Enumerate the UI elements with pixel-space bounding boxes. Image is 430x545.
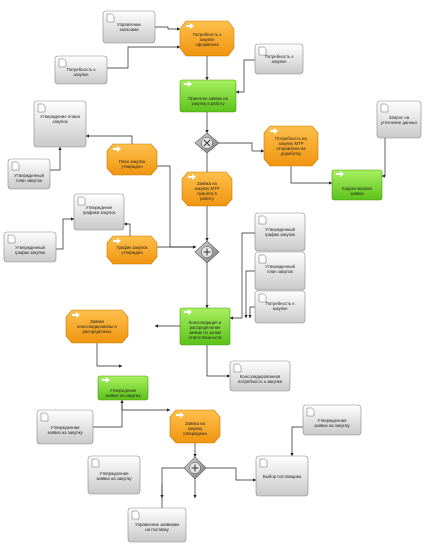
and-gateway-icon[interactable] — [183, 456, 207, 480]
event-arrow-icon — [176, 412, 184, 418]
event-arrow-icon — [270, 128, 278, 134]
doc-vybor-postavshika[interactable]: Выбор поставщика — [255, 455, 309, 497]
document-icon — [40, 412, 49, 422]
document-icon — [106, 13, 115, 23]
document-icon — [259, 458, 268, 468]
document-icon — [258, 215, 267, 225]
document-icon — [7, 234, 16, 244]
document-icon — [258, 293, 267, 303]
doc-vybor-postavshika-label: Выбор поставщика — [263, 474, 302, 479]
document-icon — [258, 254, 267, 264]
xor-gateway-icon[interactable] — [194, 132, 220, 154]
document-icon — [37, 103, 46, 113]
document-icon — [91, 458, 100, 468]
document-icon — [11, 161, 20, 171]
document-icon — [58, 58, 67, 68]
document-icon — [77, 196, 86, 206]
document-icon — [306, 407, 315, 417]
event-arrow-icon — [72, 312, 80, 318]
document-icon — [233, 363, 242, 373]
and-gateway-icon[interactable] — [194, 240, 220, 264]
function-icon — [184, 309, 192, 315]
document-icon — [380, 103, 389, 113]
document-icon — [258, 46, 267, 56]
function-icon — [336, 171, 344, 177]
document-icon — [131, 510, 140, 520]
event-arrow-icon — [113, 238, 121, 244]
function-icon — [102, 377, 110, 383]
event-arrow-icon — [188, 174, 196, 180]
event-arrow-icon — [113, 146, 121, 152]
function-icon — [184, 81, 192, 87]
event-arrow-icon — [186, 23, 194, 29]
